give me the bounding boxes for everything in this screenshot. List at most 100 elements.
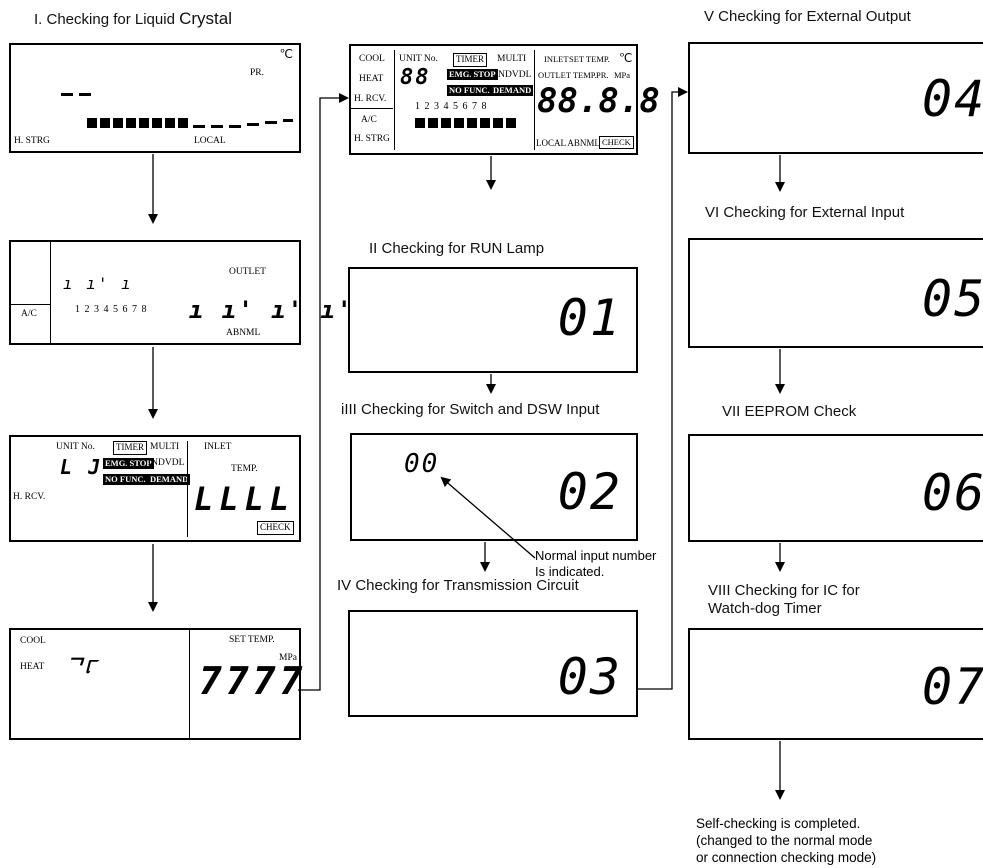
divider	[534, 50, 535, 150]
arrow-connector	[298, 93, 349, 691]
segment-block	[415, 118, 425, 128]
code-02: 02	[557, 463, 622, 521]
pr-label: PR.	[250, 68, 264, 78]
multi-label: MULTI	[150, 442, 180, 452]
cool-label: COOL	[20, 636, 46, 646]
heat-label: HEAT	[20, 662, 45, 672]
code-05: 05	[922, 270, 983, 328]
segment-block	[139, 118, 149, 128]
segment-block	[428, 118, 438, 128]
segment-digits: L J	[60, 455, 103, 479]
celsius-label: ℃	[619, 51, 633, 65]
divider	[351, 108, 393, 109]
code-03: 03	[557, 648, 622, 706]
title-watchdog-2: Watch-dog Timer	[708, 600, 822, 617]
lcd-panel-ext-output: 04	[688, 42, 983, 154]
title-watchdog-1: VIII Checking for IC for	[708, 582, 860, 599]
outlet-temp-label: OUTLET TEMP.	[538, 70, 597, 80]
no-func-label: NO FUNC.	[103, 474, 148, 486]
inlet-label: INLET	[204, 442, 232, 452]
segment-ticks: ı ı' ı	[63, 274, 133, 293]
segment-digits: ᄀ୮	[65, 654, 98, 678]
title-switch-dsw: iIII Checking for Switch and DSW Input	[341, 401, 600, 418]
emg-stop-label: EMG. STOP	[447, 69, 498, 81]
celsius-label: ℃	[279, 47, 293, 61]
local-abnml-label: LOCAL ABNML	[536, 138, 600, 148]
segment-digits: LLLL	[194, 480, 296, 518]
segment-block	[113, 118, 123, 128]
code-01: 01	[557, 289, 622, 347]
no-func-label: NO FUNC.	[447, 85, 492, 97]
title-external-input: VI Checking for External Input	[705, 204, 905, 221]
heat-label: HEAT	[359, 74, 384, 84]
mpa-label: MPa	[279, 653, 297, 663]
divider	[11, 304, 51, 305]
check-label: CHECK	[257, 521, 294, 535]
code-00: 00	[404, 449, 440, 479]
h-rcv-label: H. RCV.	[13, 492, 46, 502]
segment-block	[454, 118, 464, 128]
unit-no-label: UNIT No.	[56, 442, 95, 452]
segment-digits: 88	[400, 65, 431, 90]
code-04: 04	[922, 70, 983, 128]
check-label: CHECK	[599, 136, 634, 150]
completion-note: Self-checking is completed. (changed to …	[696, 816, 877, 865]
unit-no-label: UNIT No.	[399, 54, 438, 64]
segment-dash	[247, 123, 259, 126]
timer-label: TIMER	[113, 441, 147, 455]
numbers-label: 1 2 3 4 5 6 7 8	[75, 304, 148, 315]
set-temp-label: SET TEMP.	[229, 635, 275, 645]
mpa-label: MPa	[614, 70, 631, 80]
cool-label: COOL	[359, 54, 385, 64]
segment-dash	[229, 125, 241, 128]
ac-label: A/C	[21, 309, 37, 319]
segment-block	[178, 118, 188, 128]
set-temp-label: SET TEMP.	[569, 54, 610, 64]
segment-block	[87, 118, 97, 128]
segment-dash	[283, 119, 293, 122]
segment-dash	[193, 125, 205, 128]
ac-label: A/C	[361, 115, 377, 125]
segment-block	[126, 118, 136, 128]
lcd-panel-transmission: 03	[348, 610, 638, 717]
title-run-lamp: II Checking for RUN Lamp	[369, 240, 545, 257]
code-07: 07	[922, 658, 983, 716]
segment-block	[165, 118, 175, 128]
lcd-panel-1: ℃ PR. H. STRG LOCAL	[9, 43, 301, 153]
divider	[50, 242, 51, 343]
lcd-panel-watchdog: 07	[688, 628, 983, 740]
segment-block	[480, 118, 490, 128]
segment-digits: 88.8.8	[537, 81, 660, 121]
segment-dash	[265, 121, 277, 124]
h-strg-label: H. STRG	[14, 136, 50, 146]
code-06: 06	[922, 464, 983, 522]
segment-block	[100, 118, 110, 128]
lcd-panel-4: COOL HEAT ᄀ୮ SET TEMP. MPa 7777	[9, 628, 303, 740]
lcd-panel-3: UNIT No. TIMER MULTI L J EMG. STOP INDVD…	[9, 435, 301, 542]
segment-dash	[211, 125, 223, 128]
segment-block	[441, 118, 451, 128]
outlet-label: OUTLET	[229, 267, 266, 277]
h-strg-label: H. STRG	[354, 134, 390, 144]
lcd-panel-eeprom: 06	[688, 434, 983, 542]
segment-dash	[79, 93, 91, 96]
annotation-pointer	[440, 476, 536, 559]
h-rcv-label: H. RCV.	[354, 94, 387, 104]
segment-block	[467, 118, 477, 128]
demand-label: DEMAND	[491, 85, 534, 97]
segment-block	[493, 118, 503, 128]
segment-dash	[61, 93, 73, 96]
local-label: LOCAL	[194, 136, 226, 146]
title-liquid-crystal: I. Checking for Liquid Crystal	[34, 9, 232, 28]
arrow-connector	[638, 87, 688, 690]
segment-block	[506, 118, 516, 128]
abnml-label: ABNML	[226, 328, 261, 338]
inlet-label: INLET	[544, 54, 569, 64]
title-eeprom: VII EEPROM Check	[722, 403, 857, 420]
emg-stop-label: EMG. STOP	[103, 458, 154, 470]
numbers-label: 1 2 3 4 5 6 7 8	[415, 101, 488, 112]
title-transmission: IV Checking for Transmission Circuit	[337, 577, 579, 594]
segment-block	[152, 118, 162, 128]
divider	[394, 50, 395, 150]
